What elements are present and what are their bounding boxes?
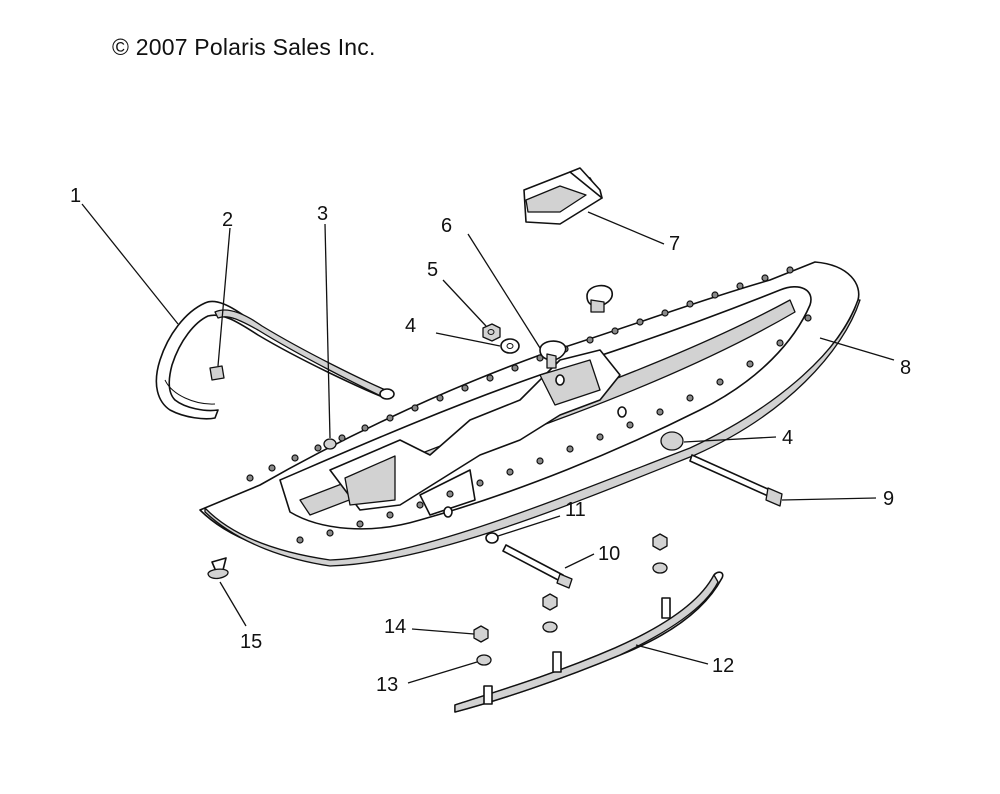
part-15-pin (207, 557, 229, 580)
part-7-block (523, 167, 603, 225)
part-12-runner (454, 571, 724, 713)
callout-11: 11 (565, 499, 586, 521)
callout-4-lower: 4 (782, 427, 793, 449)
callout-15: 15 (240, 631, 262, 653)
ski-tread-lower (296, 314, 812, 544)
part-6-bushing (539, 284, 614, 369)
callout-14: 14 (384, 616, 406, 638)
ski-handle-loop (155, 300, 395, 420)
callout-9: 9 (883, 488, 894, 510)
ski-tread-top (246, 266, 794, 482)
callout-12: 12 (712, 655, 734, 677)
callout-8: 8 (900, 357, 911, 379)
part-3-nut (323, 438, 337, 450)
callout-1: 1 (70, 185, 81, 207)
callout-2: 2 (222, 209, 233, 231)
callout-13: 13 (376, 674, 398, 696)
leader-lines (81, 203, 895, 684)
callout-7: 7 (669, 233, 680, 255)
callout-10: 10 (598, 543, 620, 565)
callouts: 1 2 3 4 4 5 6 7 8 9 10 11 12 13 14 15 (70, 185, 911, 696)
part-4-washer-upper (500, 338, 520, 354)
callout-6: 6 (441, 215, 452, 237)
copyright-notice: © 2007 Polaris Sales Inc. (112, 34, 376, 60)
ski-body (199, 261, 861, 567)
part-10-bolt (502, 544, 573, 589)
runner-nuts (473, 533, 668, 666)
callout-4-upper: 4 (405, 315, 416, 337)
part-4-washer-lower (660, 431, 684, 451)
part-9-bolt (689, 454, 783, 507)
part-2-pin (209, 365, 225, 381)
callout-5: 5 (427, 259, 438, 281)
part-5-nut (482, 323, 501, 342)
callout-3: 3 (317, 203, 328, 225)
part-11-washer (485, 532, 499, 544)
